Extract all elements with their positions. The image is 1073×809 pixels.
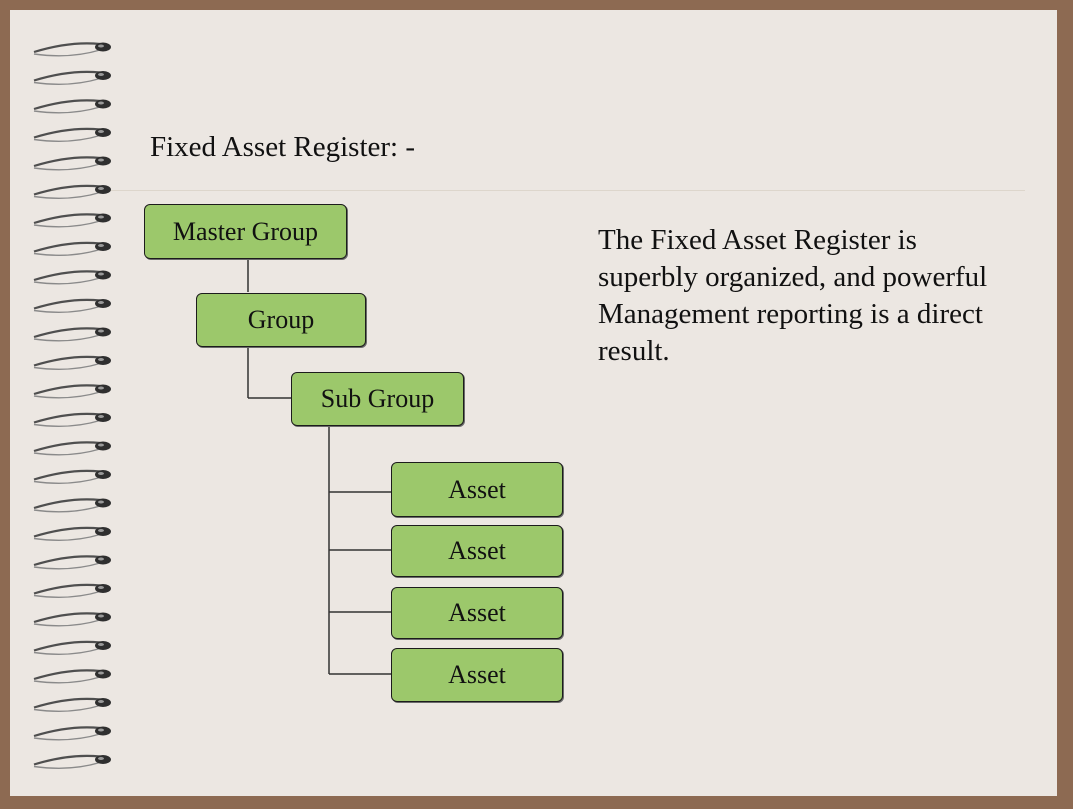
spiral-binding-icon: [33, 42, 111, 769]
spiral-ring-icon: [33, 213, 111, 228]
spiral-ring-icon: [33, 42, 111, 57]
spiral-ring-icon: [33, 298, 111, 313]
spiral-ring-icon: [33, 99, 111, 114]
asset-node-4: Asset: [391, 648, 563, 702]
title-divider: [110, 190, 1025, 191]
spiral-ring-icon: [33, 469, 111, 484]
spiral-ring-icon: [33, 270, 111, 285]
sub-group-node: Sub Group: [291, 372, 464, 426]
spiral-ring-icon: [33, 498, 111, 513]
spiral-ring-icon: [33, 241, 111, 256]
description-text: The Fixed Asset Register is superbly org…: [598, 224, 988, 367]
spiral-ring-icon: [33, 156, 111, 171]
slide-title: Fixed Asset Register: -: [150, 131, 416, 163]
spiral-ring-icon: [33, 583, 111, 598]
spiral-ring-icon: [33, 697, 111, 712]
spiral-ring-icon: [33, 640, 111, 655]
spiral-ring-icon: [33, 754, 111, 769]
spiral-ring-icon: [33, 127, 111, 142]
spiral-ring-icon: [33, 327, 111, 342]
master-group-node: Master Group: [144, 204, 347, 259]
spiral-ring-icon: [33, 355, 111, 370]
spiral-ring-icon: [33, 441, 111, 456]
spiral-ring-icon: [33, 726, 111, 741]
spiral-ring-icon: [33, 184, 111, 199]
spiral-ring-icon: [33, 384, 111, 399]
asset-node-1: Asset: [391, 462, 563, 517]
asset-node-2: Asset: [391, 525, 563, 577]
spiral-ring-icon: [33, 669, 111, 684]
group-node: Group: [196, 293, 366, 347]
spiral-ring-icon: [33, 612, 111, 627]
spiral-ring-icon: [33, 526, 111, 541]
spiral-ring-icon: [33, 412, 111, 427]
spiral-ring-icon: [33, 555, 111, 570]
spiral-ring-icon: [33, 70, 111, 85]
asset-node-3: Asset: [391, 587, 563, 639]
